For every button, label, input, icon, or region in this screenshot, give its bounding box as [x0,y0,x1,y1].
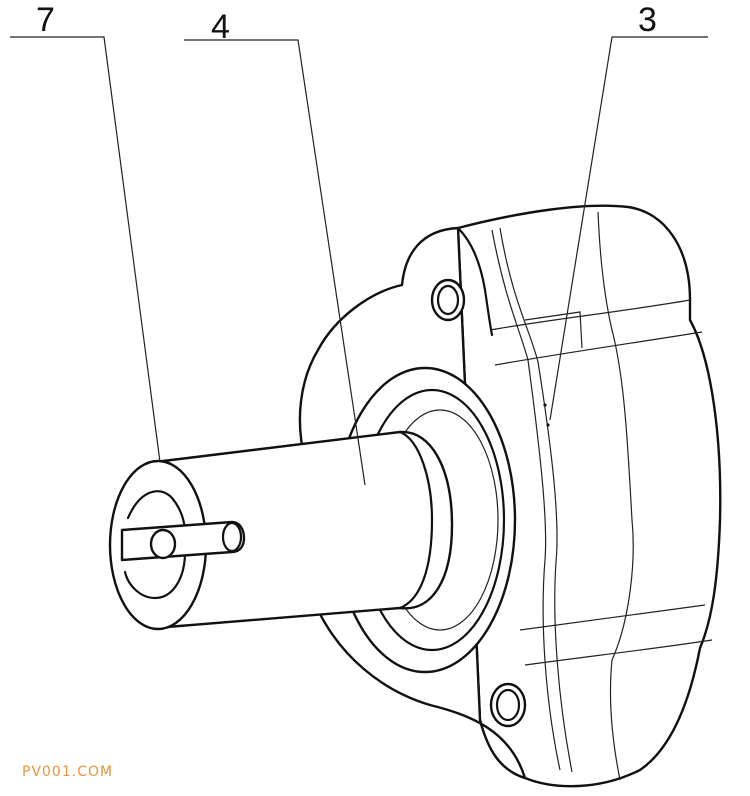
shaft-cylinder [153,430,454,630]
watermark: PV001.COM [22,764,113,780]
bolt-hole-bottom-inner [495,688,521,722]
bolt-hole-top-inner [436,284,460,316]
callout-label-3: 3 [638,1,657,39]
leader-line-7 [10,36,161,463]
housing-seam-1 [491,229,561,771]
flange-top-lobe [456,226,494,337]
shaft [153,430,454,630]
band-upper-1 [489,299,691,331]
leader-line-3 [549,36,708,421]
leader-line-4 [184,39,366,486]
band-lower-2 [524,639,713,666]
band-upper-2 [494,331,703,366]
housing-seam-2 [499,227,573,773]
shaft-end-arc [398,430,434,610]
band-lower-1 [519,604,706,631]
seam-mark-1 [543,403,547,407]
seam-mark-2 [546,423,550,427]
housing-seam-3 [597,211,634,781]
bolt-holes [430,278,527,728]
housing-slot [524,311,583,349]
shaft-end [108,459,246,631]
pin-tip [221,521,243,553]
leader-lines [10,36,708,486]
housing-outer-body [456,204,722,788]
pin-center [149,528,177,560]
callout-label-4: 4 [211,8,230,46]
callout-label-7: 7 [36,1,55,39]
